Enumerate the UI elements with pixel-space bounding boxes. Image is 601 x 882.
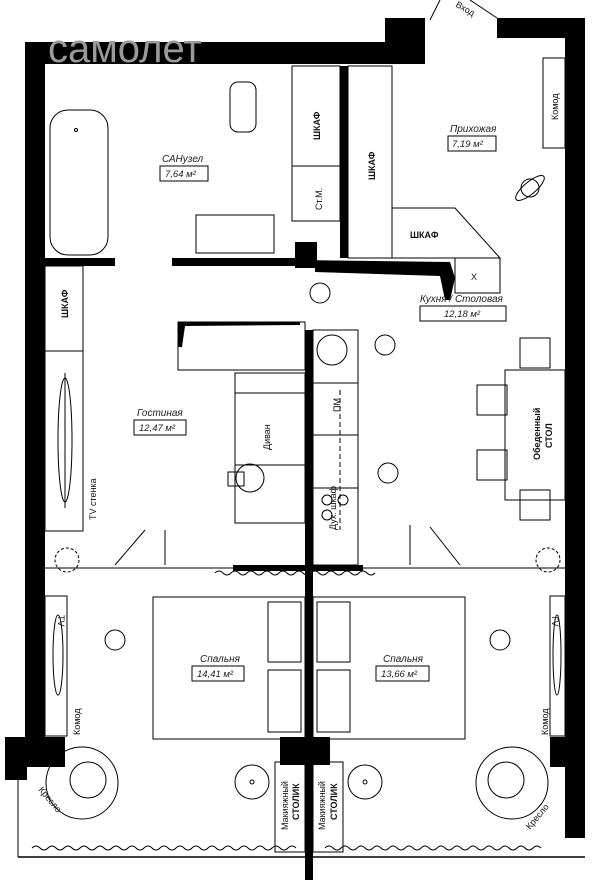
svg-text:Макияжный: Макияжный <box>280 781 290 830</box>
washing-machine <box>291 165 341 222</box>
svg-text:TV: TV <box>550 615 560 627</box>
svg-text:Кресло: Кресло <box>524 802 551 832</box>
svg-text:Кресло: Кресло <box>36 785 63 815</box>
curtain <box>31 845 297 851</box>
svg-text:ШКАФ: ШКАФ <box>410 230 439 240</box>
svg-text:СТОЛИК: СТОЛИК <box>329 783 339 820</box>
svg-text:TV: TV <box>56 615 66 627</box>
armchair-icon <box>45 746 119 820</box>
bed <box>312 596 466 740</box>
svg-text:Диван: Диван <box>262 424 272 450</box>
bedroom-left: TV Комод Спальня 14,41 м² Кресло Макияжн… <box>36 547 306 853</box>
stool-icon <box>234 764 270 800</box>
stool-icon <box>347 764 383 800</box>
svg-text:Комод: Комод <box>540 708 550 735</box>
person-icon <box>489 629 511 651</box>
svg-text:ШКАФ: ШКАФ <box>312 111 322 140</box>
entrance-door[interactable]: Вход <box>429 0 498 21</box>
bedroom-right: TV Комод Спальня 13,66 м² Кресло Макияжн… <box>312 547 566 853</box>
walls <box>5 18 585 880</box>
svg-text:Дух. шкаф: Дух. шкаф <box>328 485 338 530</box>
room-area: 12,18 м² <box>444 309 481 320</box>
hallway: ШКАФ ШКАФ X Комод Прихожая 7,19 м² <box>347 57 566 294</box>
living-room: ШКАФ TV стенка Диван Гостиная 12,47 м² <box>44 265 306 566</box>
person-icon <box>227 463 265 493</box>
stove-icon <box>321 494 349 521</box>
svg-text:Комод: Комод <box>550 93 560 120</box>
tv-icon <box>552 614 562 696</box>
samolet-watermark: самолет <box>48 27 202 71</box>
svg-text:ШКАФ: ШКАФ <box>60 289 70 318</box>
bathroom: ШКАФ Ст.М. САНузел 7,64 м² <box>49 65 341 256</box>
room-area: 7,19 м² <box>452 139 484 150</box>
room-area: 14,41 м² <box>197 669 234 680</box>
svg-text:СТОЛИК: СТОЛИК <box>291 783 301 820</box>
room-name: Прихожая <box>450 124 497 135</box>
room-name: Кухня / Столовая <box>420 294 504 305</box>
svg-text:СТОЛ: СТОЛ <box>544 423 554 448</box>
svg-text:X: X <box>471 272 477 282</box>
svg-text:Ст.М.: Ст.М. <box>314 188 324 210</box>
svg-text:TV стенка: TV стенка <box>88 478 98 520</box>
bed <box>152 596 306 740</box>
sink-icon <box>195 214 275 254</box>
room-name: Гостиная <box>137 408 183 419</box>
room-area: 7,64 м² <box>165 169 197 180</box>
room-name: САНузел <box>162 154 204 165</box>
svg-text:Макияжный: Макияжный <box>317 781 327 830</box>
svg-text:ПМ: ПМ <box>332 398 342 412</box>
svg-text:Комод: Комод <box>72 708 82 735</box>
plant-icon <box>535 547 561 573</box>
room-area: 12,47 м² <box>139 423 176 434</box>
kitchen: ПМ Дух. шкаф Кухня / Столовая 12,18 м² О… <box>309 282 566 566</box>
person-icon <box>104 629 126 651</box>
room-area: 13,66 м² <box>381 669 418 680</box>
svg-text:ШКАФ: ШКАФ <box>367 151 377 180</box>
tv-icon <box>52 614 64 696</box>
svg-text:Обеденный: Обеденный <box>532 408 542 460</box>
toilet-icon <box>229 81 257 133</box>
sofa <box>234 372 306 524</box>
curtain <box>324 845 542 851</box>
plant-icon <box>54 547 80 573</box>
dining-table <box>504 369 566 501</box>
curtain <box>214 570 376 576</box>
armchair-icon <box>475 746 549 820</box>
person-icon <box>309 282 399 484</box>
sink-icon <box>316 334 348 366</box>
room-name: Спальня <box>383 654 424 665</box>
bathtub-icon <box>49 109 109 256</box>
person-icon <box>515 175 545 201</box>
room-name: Спальня <box>200 654 241 665</box>
